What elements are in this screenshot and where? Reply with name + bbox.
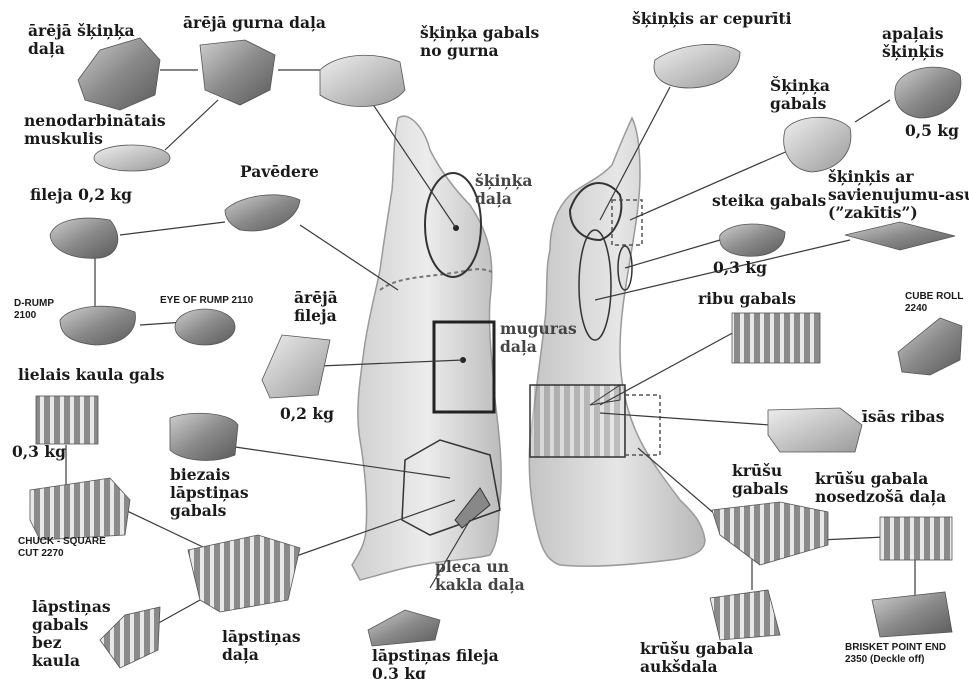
label-cube-roll: CUBE ROLL 2240 [905,291,963,315]
label-apalais-skinkis: apaļais šķiņķis [882,25,944,61]
label-lapstinas-gabals-bez-kaula: lāpstiņas gabals bez kaula [32,598,111,670]
label-skinkis-ar-cepuriti: šķiņķis ar cepurīti [632,10,792,28]
label-d-rump: D-RUMP 2100 [14,298,54,322]
label-chuck-square-cut: CHUCK - SQUARE CUT 2270 [18,536,106,560]
label-areja-gurna-dala: ārējā gurna daļa [183,14,326,32]
label-pleca-kakla-dala: pleca un kakla daļa [435,558,525,594]
label-lielais-kaula-gals: lielais kaula gals [18,366,164,384]
label-areja-skinka-dala: ārējā šķiņķa daļa [28,22,135,58]
label-eye-of-rump: EYE OF RUMP 2110 [160,295,253,307]
label-fileja: fileja 0,2 kg [30,186,132,204]
label-nenodarbinatais-muskulis: nenodarbinātais muskulis [24,112,166,148]
label-isas-ribas: īsās ribas [862,408,944,426]
label-skinkis-ar-savienujumu-asu: šķiņķis ar savienujumu-asu (”zakītis”) [828,168,969,222]
label-krusu-gabala-nosedzosa-dala: krūšu gabala nosedzošā daļa [815,470,946,506]
label-lapstinas-fileja: lāpstiņas fileja 0,3 kg [372,647,499,679]
label-lapstinas-dala: lāpstiņas daļa [222,628,301,664]
label-areja-fileja-weight: 0,2 kg [280,405,334,423]
label-skinka-gabals: Šķiņķa gabals [770,77,830,113]
label-brisket-point-end: BRISKET POINT END 2350 (Deckle off) [845,642,946,666]
label-skinka-gabals-no-gurna: šķiņķa gabals no gurna [420,24,539,60]
label-krusu-gabala-auksdala: krūšu gabala aukšdala [640,640,753,676]
label-ribu-gabals: ribu gabals [698,290,796,308]
label-lielais-weight: 0,3 kg [12,443,66,461]
label-areja-fileja: ārējā fileja [294,289,338,325]
label-apalais-weight: 0,5 kg [905,122,959,140]
label-steika-gabals: steika gabals [712,192,826,210]
label-muguras-dala: muguras daļa [500,320,577,356]
label-biezais-lapstinas-gabals: biezais lāpstiņas gabals [170,466,249,520]
label-skinka-dala-carcass: šķiņķa daļa [475,172,532,208]
label-pavedere: Pavēdere [240,163,319,181]
label-krusu-gabals: krūšu gabals [732,462,788,498]
label-steika-weight: 0,3 kg [713,259,767,277]
